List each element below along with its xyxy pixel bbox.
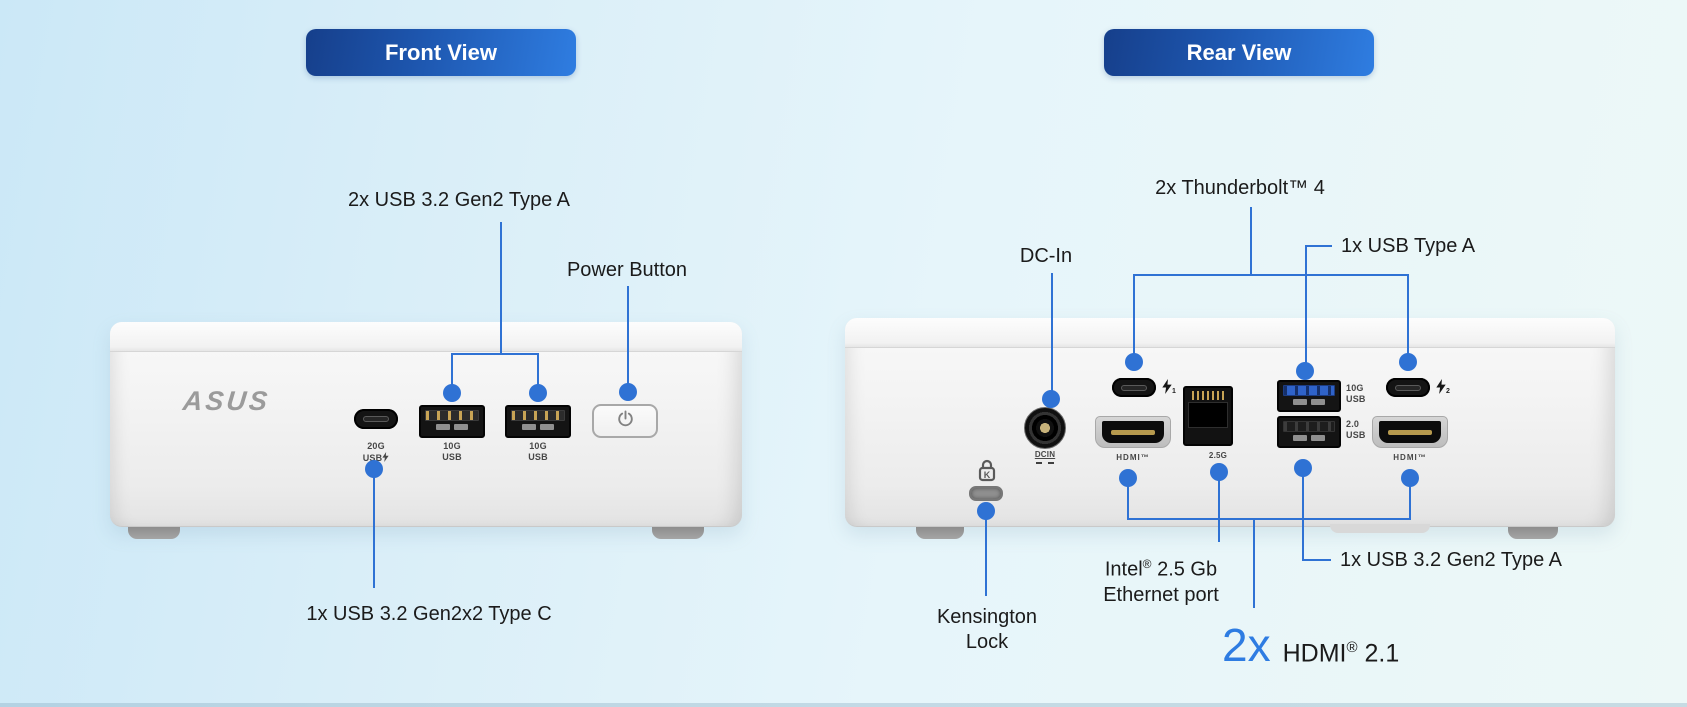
power-callout-label: Power Button — [566, 259, 688, 281]
device-foot — [128, 527, 180, 539]
rear-usb-10g-label: 10G USB — [1346, 383, 1366, 404]
thunderbolt-callout-label: 2x Thunderbolt™ 4 — [1155, 177, 1325, 199]
dc-in-port-label: DCIN — [1025, 450, 1065, 464]
kensington-lock-icon: K — [976, 458, 998, 488]
thunderbolt-port-1 — [1112, 378, 1156, 397]
front-view-button[interactable]: Front View — [306, 29, 576, 76]
rear-usb-20-label: 2.0 USB — [1346, 419, 1366, 440]
power-icon — [617, 410, 634, 433]
device-foot — [916, 527, 964, 539]
hdmi-port-2 — [1372, 416, 1448, 448]
power-button[interactable] — [592, 404, 658, 438]
front-usb-a-port-2 — [505, 405, 571, 438]
hdmi-port-1 — [1095, 416, 1171, 448]
ethernet-port-label: 2.5G — [1208, 451, 1228, 460]
front-device-top-face — [110, 322, 742, 352]
hdmi-count: 2x — [1222, 619, 1271, 671]
asus-logo: ASUS — [181, 386, 272, 416]
usb-gen2-callout-label: 1x USB 3.2 Gen2 Type A — [1340, 549, 1562, 571]
kensington-callout-label: Kensington Lock — [936, 606, 1038, 653]
hdmi-1-port-label: HDMI™ — [1116, 453, 1150, 462]
hdmi-2-port-label: HDMI™ — [1393, 453, 1427, 462]
hdmi-name-version: HDMI® 2.1 — [1282, 638, 1400, 667]
hdmi-callout-label: 2x HDMI® 2.1 — [1222, 618, 1399, 672]
bottom-edge-strip — [0, 703, 1687, 707]
ethernet-callout-label: Intel® 2.5 Gb Ethernet port — [1103, 557, 1219, 606]
rear-usb-20-port — [1277, 416, 1341, 448]
dc-in-jack — [1024, 407, 1066, 449]
rear-usb-10g-port — [1277, 380, 1341, 412]
ethernet-port — [1183, 386, 1233, 446]
front-usb-a2-port-label: 10G USB — [528, 441, 548, 462]
thunderbolt-2-icon: 2 — [1436, 379, 1450, 395]
device-foot — [1508, 527, 1558, 539]
thunderbolt-port-2 — [1386, 378, 1430, 397]
svg-text:K: K — [984, 470, 991, 480]
front-usb-c-port-label: 20G USB — [346, 441, 406, 464]
rear-view-button[interactable]: Rear View — [1104, 29, 1374, 76]
usb-type-a-callout-label: 1x USB Type A — [1341, 235, 1476, 257]
rear-device-top-face — [845, 318, 1615, 348]
front-usb-a-port-1 — [419, 405, 485, 438]
front-usb-a1-port-label: 10G USB — [442, 441, 462, 462]
device-stand — [1330, 524, 1430, 533]
front-usb-c-port — [354, 409, 398, 429]
device-foot — [652, 527, 704, 539]
kensington-lock-slot — [969, 486, 1003, 501]
lightning-bolt-icon — [382, 451, 389, 463]
dc-in-callout-label: DC-In — [1019, 245, 1073, 267]
thunderbolt-1-icon: 1 — [1162, 379, 1176, 395]
front-usb-c-callout-label: 1x USB 3.2 Gen2x2 Type C — [306, 603, 552, 625]
front-usb-a-callout-label: 2x USB 3.2 Gen2 Type A — [348, 189, 570, 211]
